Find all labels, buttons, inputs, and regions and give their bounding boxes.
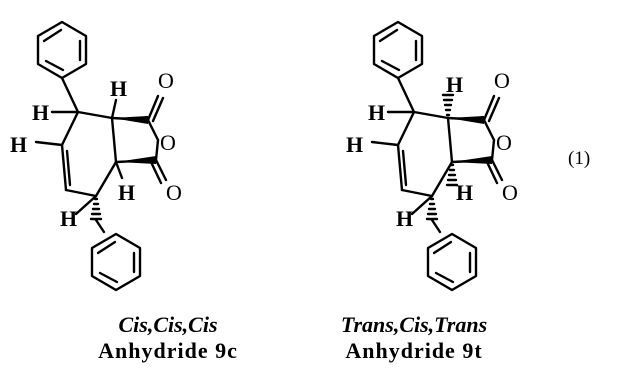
h-atom: H xyxy=(396,206,413,231)
bottom-phenyl-ring xyxy=(90,232,142,292)
compound-name-9t: Anhydride 9t xyxy=(345,338,483,363)
h-atom: H xyxy=(368,100,385,125)
h-atom: H xyxy=(346,132,363,157)
stereo-label-9c: Cis,Cis,Cis xyxy=(118,312,218,337)
h-atom: H xyxy=(32,100,49,125)
h-atom: H xyxy=(110,76,127,101)
structure-9c: H H H H H O O O xyxy=(10,20,182,292)
o-atom: O xyxy=(158,68,174,93)
h-atom: H xyxy=(60,206,77,231)
structure-9t: H H H H H O O O xyxy=(346,20,518,292)
equation-number: (1) xyxy=(568,148,591,169)
o-atom: O xyxy=(166,180,182,205)
bottom-phenyl-ring xyxy=(426,232,478,292)
top-phenyl-ring xyxy=(372,20,424,80)
o-atom: O xyxy=(160,130,176,155)
h-atom: H xyxy=(118,180,135,205)
stereo-label-9t: Trans,Cis,Trans xyxy=(340,312,488,337)
compound-name-9c: Anhydride 9c xyxy=(98,338,238,363)
h-atom: H xyxy=(10,132,27,157)
o-atom: O xyxy=(496,130,512,155)
o-atom: O xyxy=(494,68,510,93)
top-phenyl-ring xyxy=(36,20,88,80)
h-atom: H xyxy=(456,180,473,205)
o-atom: O xyxy=(502,180,518,205)
h-atom: H xyxy=(446,72,463,97)
